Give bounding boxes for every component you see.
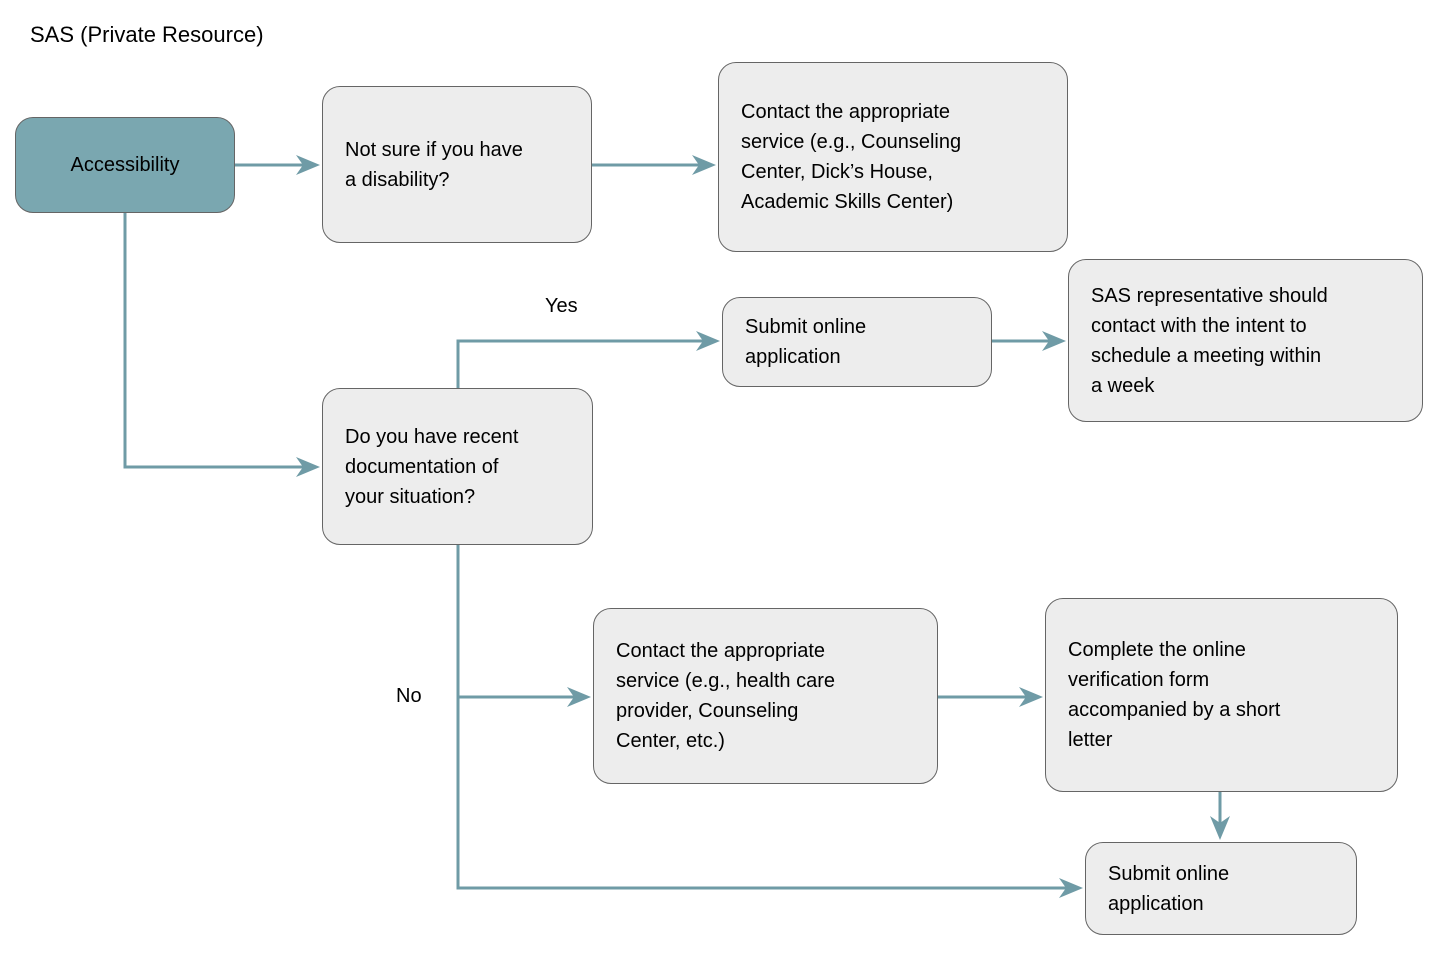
- node-not-sure-disability-label: Not sure if you have a disability?: [345, 138, 523, 191]
- node-contact-appropriate-service-top-label: Contact the appropriate service (e.g., C…: [741, 101, 962, 213]
- edge-label-no: No: [396, 685, 422, 707]
- diagram-title: SAS (Private Resource): [30, 22, 264, 47]
- node-submit-online-application-bottom: Submit online application: [1085, 842, 1357, 935]
- node-complete-verification-form-label: Complete the online verification form ac…: [1068, 639, 1281, 751]
- edge-label-yes: Yes: [545, 295, 578, 317]
- node-contact-appropriate-service-bottom: Contact the appropriate service (e.g., h…: [593, 608, 938, 784]
- node-contact-appropriate-service-top: Contact the appropriate service (e.g., C…: [718, 62, 1068, 252]
- node-contact-appropriate-service-bottom-label: Contact the appropriate service (e.g., h…: [616, 640, 835, 752]
- node-sas-representative-contact-label: SAS representative should contact with t…: [1091, 284, 1328, 397]
- node-accessibility-label: Accessibility: [70, 154, 180, 176]
- node-submit-online-application-mid: Submit online application: [722, 297, 992, 387]
- node-sas-representative-contact: SAS representative should contact with t…: [1068, 259, 1423, 422]
- node-accessibility: Accessibility: [15, 117, 235, 213]
- node-recent-documentation-question: Do you have recent documentation of your…: [322, 388, 593, 545]
- node-recent-documentation-question-label: Do you have recent documentation of your…: [345, 425, 519, 508]
- edge-documentation-yes-to-submit: [456, 331, 720, 388]
- node-submit-online-application-mid-label: Submit online application: [745, 316, 867, 368]
- node-submit-online-application-bottom-label: Submit online application: [1108, 862, 1230, 915]
- edge-accessibility-to-documentation: [123, 213, 320, 477]
- node-not-sure-disability: Not sure if you have a disability?: [322, 86, 592, 243]
- node-complete-verification-form: Complete the online verification form ac…: [1045, 598, 1398, 792]
